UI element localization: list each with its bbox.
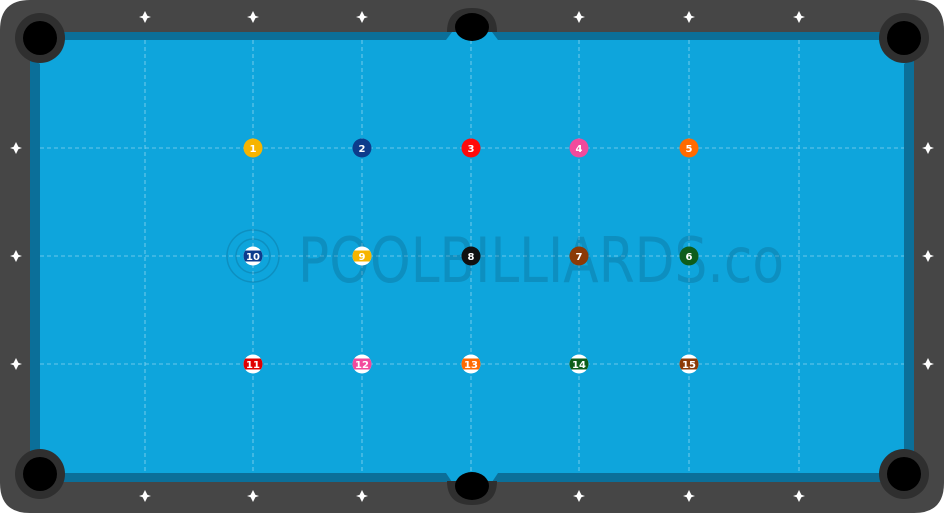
rail-diamond-left bbox=[10, 142, 22, 154]
rail-diamond-top bbox=[247, 11, 259, 23]
rail-diamond-bottom bbox=[139, 490, 151, 502]
ball-2[interactable]: 2 bbox=[352, 138, 372, 158]
guide-lines bbox=[40, 40, 904, 473]
cushion-top-right bbox=[492, 32, 888, 40]
ball-number-label: 10 bbox=[246, 252, 260, 263]
pocket-top-right bbox=[879, 13, 929, 63]
rail-diamond-bottom bbox=[247, 490, 259, 502]
ball-7[interactable]: 7 bbox=[569, 246, 589, 266]
rail-diamond-bottom bbox=[573, 490, 585, 502]
ball-4[interactable]: 4 bbox=[569, 138, 589, 158]
rail-diamond-right bbox=[922, 250, 934, 262]
ball-13[interactable]: 13 bbox=[461, 354, 481, 374]
ball-number-label: 7 bbox=[576, 252, 583, 263]
ball-number-label: 13 bbox=[464, 360, 478, 371]
watermark: POOLBILLIARDS.co bbox=[226, 224, 784, 297]
pocket-top-center bbox=[447, 8, 497, 41]
ball-15[interactable]: 15 bbox=[679, 354, 699, 374]
rail-diamond-left bbox=[10, 358, 22, 370]
pocket-top-left bbox=[15, 13, 65, 63]
rail-diamonds bbox=[10, 11, 934, 502]
cushion-left bbox=[30, 56, 40, 457]
ball-9[interactable]: 9 bbox=[352, 246, 372, 266]
rail-diamond-left bbox=[10, 250, 22, 262]
rail-diamond-bottom bbox=[793, 490, 805, 502]
ball-3[interactable]: 3 bbox=[461, 138, 481, 158]
ball-number-label: 1 bbox=[250, 144, 257, 155]
rail-diamond-top bbox=[793, 11, 805, 23]
ball-5[interactable]: 5 bbox=[679, 138, 699, 158]
ball-14[interactable]: 14 bbox=[569, 354, 589, 374]
ball-number-label: 4 bbox=[576, 144, 583, 155]
ball-10[interactable]: 10 bbox=[243, 246, 263, 266]
pocket-bottom-center bbox=[447, 472, 497, 505]
rail-diamond-right bbox=[922, 142, 934, 154]
ball-1[interactable]: 1 bbox=[243, 138, 263, 158]
cushion-bottom-right bbox=[492, 473, 888, 482]
ball-number-label: 15 bbox=[682, 360, 696, 371]
ball-number-label: 14 bbox=[572, 360, 586, 371]
cushion-top-left bbox=[56, 32, 452, 40]
ball-number-label: 9 bbox=[359, 252, 366, 263]
cushion-right bbox=[904, 56, 914, 457]
cushions bbox=[30, 32, 914, 482]
watermark-text: POOLBILLIARDS.co bbox=[298, 224, 784, 297]
ball-8[interactable]: 8 bbox=[461, 246, 481, 266]
ball-6[interactable]: 6 bbox=[679, 246, 699, 266]
target-circle-icon bbox=[226, 229, 280, 283]
rail-diamond-top bbox=[356, 11, 368, 23]
rail-diamond-top bbox=[573, 11, 585, 23]
rail-diamond-bottom bbox=[356, 490, 368, 502]
pocket-bottom-left bbox=[15, 449, 65, 499]
ball-11[interactable]: 11 bbox=[243, 354, 263, 374]
rail-diamond-top bbox=[683, 11, 695, 23]
ball-number-label: 11 bbox=[246, 360, 260, 371]
cushion-bottom-left bbox=[56, 473, 452, 482]
rail-diamond-top bbox=[139, 11, 151, 23]
rail-diamond-bottom bbox=[683, 490, 695, 502]
pocket-bottom-right bbox=[879, 449, 929, 499]
ball-number-label: 8 bbox=[468, 252, 475, 263]
ball-12[interactable]: 12 bbox=[352, 354, 372, 374]
ball-number-label: 12 bbox=[355, 360, 369, 371]
ball-number-label: 6 bbox=[686, 252, 693, 263]
ball-number-label: 2 bbox=[359, 144, 366, 155]
ball-number-label: 5 bbox=[686, 144, 693, 155]
pockets bbox=[15, 8, 929, 505]
rail-diamond-right bbox=[922, 358, 934, 370]
ball-number-label: 3 bbox=[468, 144, 475, 155]
